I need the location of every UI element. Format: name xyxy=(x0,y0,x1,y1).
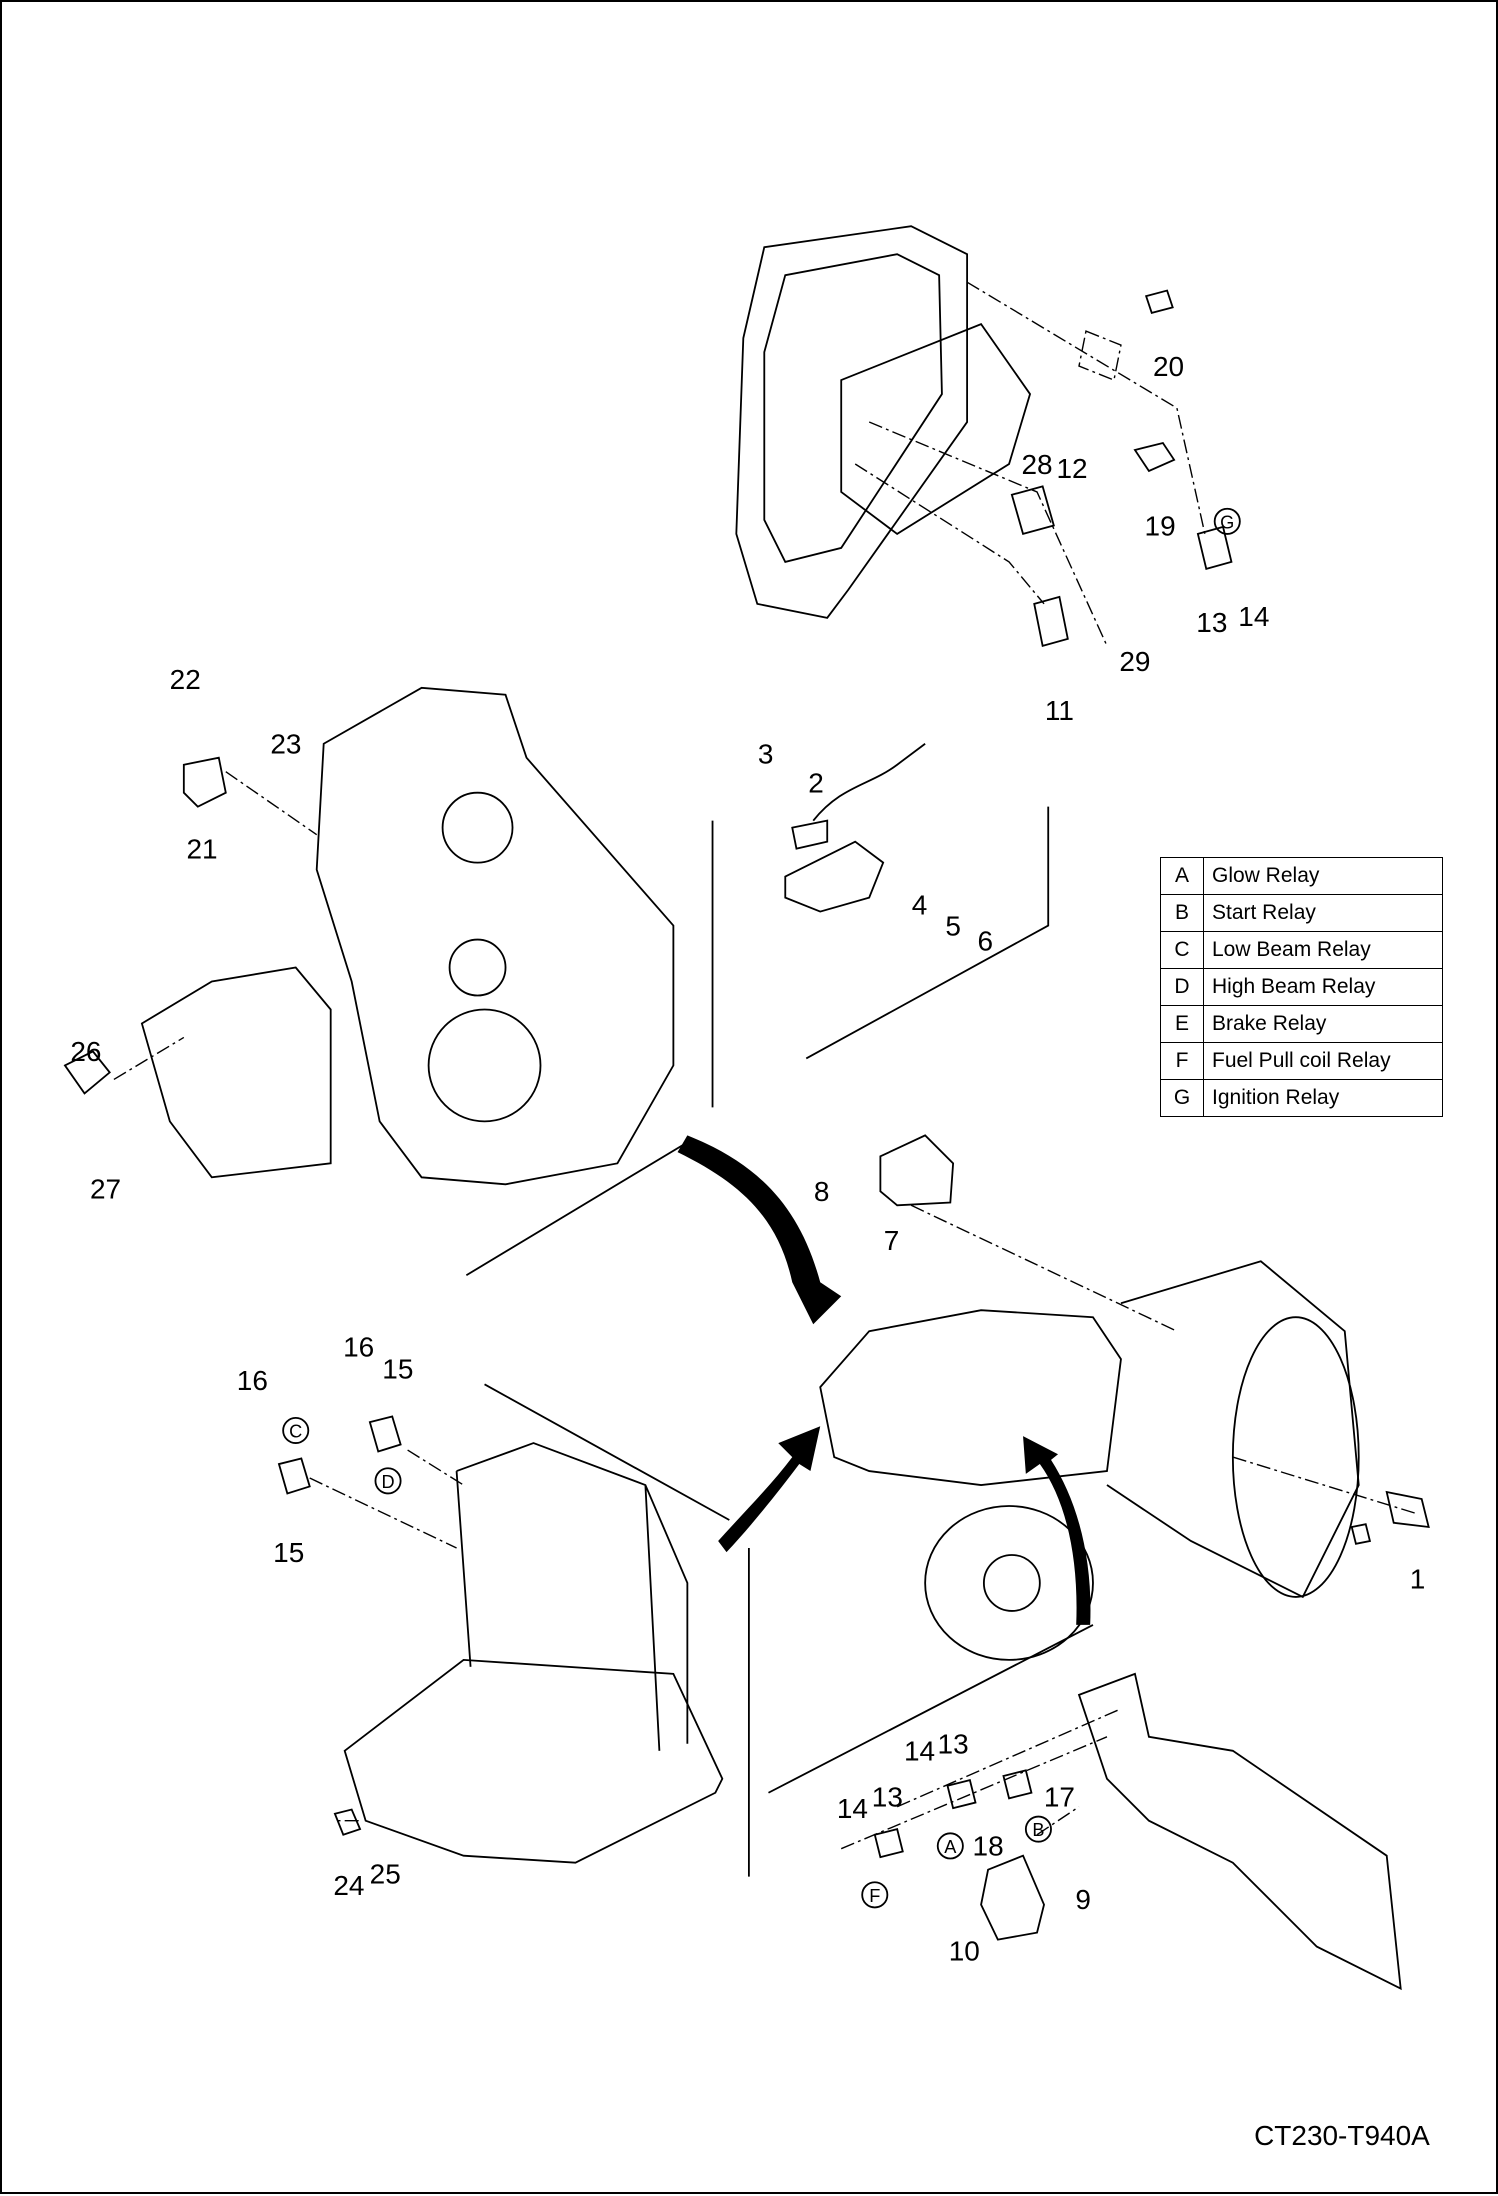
callout-number: 15 xyxy=(382,1354,413,1385)
callout-number: 13 xyxy=(938,1729,969,1760)
letter-circle xyxy=(282,1416,310,1444)
letter-circle xyxy=(861,1881,889,1909)
callout-number: 8 xyxy=(814,1176,830,1207)
callout-number: 3 xyxy=(758,738,774,769)
circled-letter: G xyxy=(1220,512,1234,532)
letter-circle xyxy=(1024,1815,1052,1843)
legend-key: C xyxy=(1160,931,1204,969)
legend-label: Start Relay xyxy=(1203,894,1443,932)
callout-number: 18 xyxy=(973,1831,1004,1862)
callout-number: 17 xyxy=(1044,1782,1075,1813)
callout-number: 14 xyxy=(837,1793,868,1824)
callout-number: 26 xyxy=(70,1036,101,1067)
callout-number: 19 xyxy=(1145,510,1176,541)
sensor-bracket-drawing xyxy=(711,743,1050,1108)
callout-number: 25 xyxy=(370,1859,401,1890)
callout-number: 14 xyxy=(1238,601,1269,632)
circled-letter: C xyxy=(289,1421,302,1441)
legend-key: E xyxy=(1160,1005,1204,1043)
callout-number: 2 xyxy=(808,768,824,799)
callout-number: 23 xyxy=(270,729,301,760)
circled-letter: D xyxy=(381,1472,394,1492)
callout-number: 13 xyxy=(872,1782,903,1813)
callout-number: 4 xyxy=(912,889,928,920)
relay-panel-drawing xyxy=(840,1672,1402,1991)
letter-circle xyxy=(936,1832,964,1860)
callout-number: 15 xyxy=(273,1537,304,1568)
legend-label: High Beam Relay xyxy=(1203,968,1443,1006)
legend-key: A xyxy=(1160,857,1204,895)
callout-number: 29 xyxy=(1119,646,1150,677)
callout-number: 22 xyxy=(170,664,201,695)
callout-number: 24 xyxy=(333,1870,364,1901)
callout-number: 7 xyxy=(884,1225,900,1256)
callout-number: 10 xyxy=(949,1936,980,1967)
letter-circle xyxy=(374,1467,402,1495)
circled-letter: B xyxy=(1032,1820,1044,1840)
instrument-panel-drawing xyxy=(735,225,1233,647)
callout-number: 21 xyxy=(186,833,217,864)
engine-cover-drawing xyxy=(63,686,675,1186)
callout-number: 14 xyxy=(904,1736,935,1767)
callout-number: 27 xyxy=(90,1173,121,1204)
legend-key: B xyxy=(1160,894,1204,932)
legend-label: Low Beam Relay xyxy=(1203,931,1443,969)
legend-label: Brake Relay xyxy=(1203,1005,1443,1043)
circled-letter: F xyxy=(869,1886,880,1906)
callout-number: 16 xyxy=(237,1365,268,1396)
callout-number: 28 xyxy=(1021,449,1052,480)
callout-number: 9 xyxy=(1075,1884,1091,1915)
callout-number: 12 xyxy=(1056,453,1087,484)
drawing-code: CT230-T940A xyxy=(1254,2120,1430,2151)
callout-number: 16 xyxy=(343,1331,374,1362)
tractor-drawing xyxy=(465,1134,1430,1877)
callout-number: 11 xyxy=(1045,695,1074,726)
battery-frame-drawing xyxy=(277,1415,724,1864)
legend-label: Ignition Relay xyxy=(1203,1079,1443,1117)
callout-number: 20 xyxy=(1153,351,1184,382)
callout-number: 1 xyxy=(1410,1564,1426,1595)
callout-number: 13 xyxy=(1196,607,1227,638)
legend-key: G xyxy=(1160,1079,1204,1117)
legend-key: F xyxy=(1160,1042,1204,1080)
circled-letter: A xyxy=(944,1837,957,1857)
legend-key: D xyxy=(1160,968,1204,1006)
callout-number: 6 xyxy=(977,926,993,957)
direction-arrows xyxy=(677,1135,1091,1625)
legend-label: Fuel Pull coil Relay xyxy=(1203,1042,1443,1080)
callout-number: 5 xyxy=(945,910,961,941)
letter-circle xyxy=(1213,507,1241,535)
legend-label: Glow Relay xyxy=(1203,857,1443,895)
